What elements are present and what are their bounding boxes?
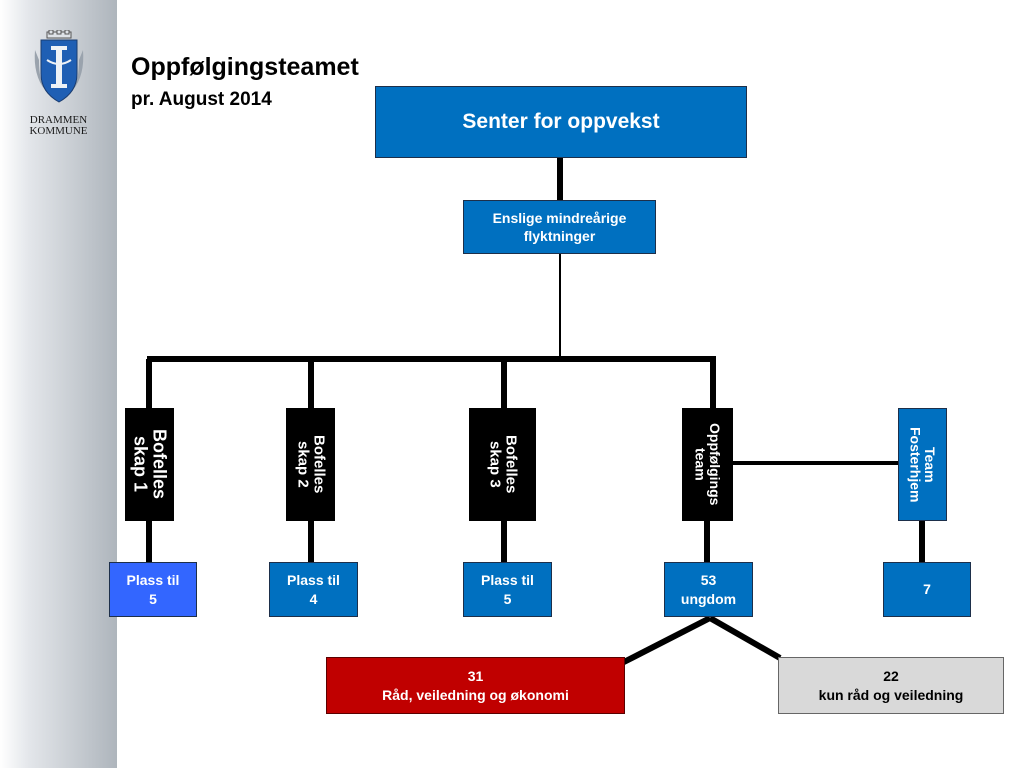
box-oppfolgingsteam: Oppfølgings team	[682, 408, 733, 521]
box-bofellesskap-2: Bofelles skap 2	[286, 408, 335, 521]
box-senter-label: Senter for oppvekst	[462, 110, 660, 133]
team-fosterhjem-label: Team Fosterhjem	[907, 426, 939, 503]
box-capacity-5: 7	[883, 562, 971, 617]
box-bofellesskap-1: Bofelles skap 1	[125, 408, 174, 521]
capacity-4-label: 53 ungdom	[680, 571, 737, 607]
box-capacity-2: Plass til 4	[269, 562, 358, 617]
logo-text: DRAMMEN KOMMUNE	[0, 115, 117, 137]
box-capacity-4: 53 ungdom	[664, 562, 753, 617]
bofellesskap-3-label: Bofelles skap 3	[486, 435, 520, 494]
box-senter-for-oppvekst: Senter for oppvekst	[375, 86, 747, 158]
coat-of-arms-icon	[34, 29, 83, 103]
box-split-grey: 22 kun råd og veiledning	[778, 657, 1004, 714]
logo-line-1: DRAMMEN	[29, 114, 88, 126]
box-team-fosterhjem: Team Fosterhjem	[898, 408, 947, 521]
oppfolgingsteam-label: Oppfølgings team	[692, 423, 724, 506]
logo: DRAMMEN KOMMUNE	[0, 29, 117, 137]
split-grey-label: 22 kun råd og veiledning	[818, 667, 964, 703]
box-enslige-label: Enslige mindreårige flyktninger	[492, 209, 627, 244]
page-title: Oppfølgingsteamet	[131, 53, 359, 81]
connector-split-right	[708, 615, 782, 661]
box-split-red: 31 Råd, veiledning og økonomi	[326, 657, 625, 714]
logo-line-2: KOMMUNE	[29, 125, 88, 137]
sidebar-gradient: DRAMMEN KOMMUNE	[0, 0, 117, 768]
bofellesskap-1-label: Bofelles skap 1	[130, 429, 170, 500]
split-red-label: 31 Råd, veiledning og økonomi	[382, 667, 569, 703]
capacity-2-label: Plass til 4	[287, 571, 340, 607]
box-bofellesskap-3: Bofelles skap 3	[469, 408, 536, 521]
capacity-1-label: Plass til 5	[126, 571, 180, 607]
box-capacity-3: Plass til 5	[463, 562, 552, 617]
capacity-3-label: Plass til 5	[481, 571, 534, 607]
connector-split-left	[618, 615, 712, 667]
capacity-5-label: 7	[923, 581, 931, 598]
page-subtitle: pr. August 2014	[131, 89, 272, 110]
box-enslige-mindrearige: Enslige mindreårige flyktninger	[463, 200, 656, 254]
bofellesskap-2-label: Bofelles skap 2	[294, 435, 328, 494]
box-capacity-1: Plass til 5	[109, 562, 197, 617]
